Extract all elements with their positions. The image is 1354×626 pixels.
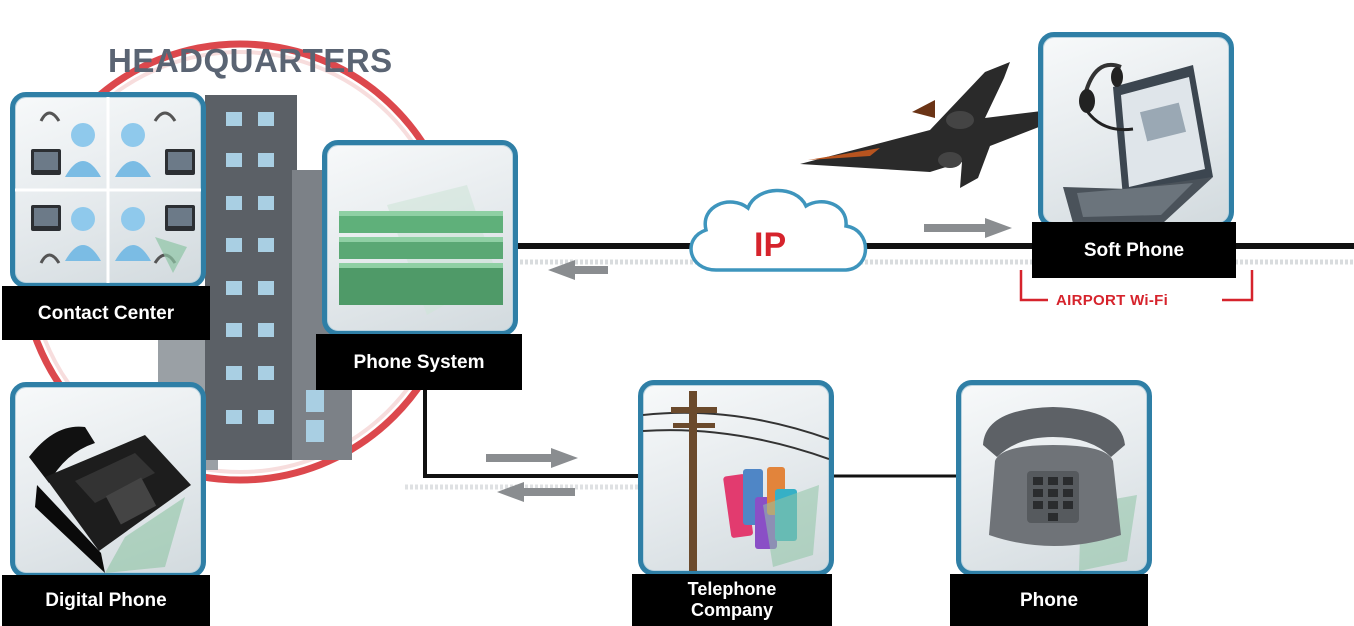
desk-phone-icon bbox=[29, 426, 191, 573]
arrow-icons bbox=[486, 218, 1012, 502]
digital-phone-tile[interactable] bbox=[10, 382, 206, 578]
pstn-link-line bbox=[423, 380, 648, 478]
laptop-icon bbox=[1063, 63, 1213, 223]
cloud-icon bbox=[689, 188, 868, 272]
soft-phone-label: Soft Phone bbox=[1032, 222, 1236, 278]
pushbutton-phone-icon bbox=[983, 407, 1137, 571]
phone-system-label: Phone System bbox=[316, 334, 522, 390]
arrow-left-icon bbox=[548, 260, 608, 280]
phone-label: Phone bbox=[950, 574, 1148, 626]
airport-wifi-label: AIRPORT Wi-Fi bbox=[1056, 292, 1169, 309]
phone-system-tile[interactable] bbox=[322, 140, 518, 336]
telephone-company-label: Telephone Company bbox=[632, 574, 832, 626]
airplane-icon bbox=[800, 62, 1062, 188]
telephone-pole-icon bbox=[643, 391, 829, 571]
pbx-server-icon bbox=[339, 185, 503, 315]
arrow-right-icon bbox=[924, 218, 1012, 238]
telephone-company-tile[interactable] bbox=[638, 380, 834, 576]
arrow-right-icon bbox=[486, 448, 578, 468]
soft-phone-tile[interactable] bbox=[1038, 32, 1234, 228]
headquarters-title: HEADQUARTERS bbox=[108, 42, 393, 79]
wifi-bracket bbox=[1019, 270, 1254, 302]
contact-center-label: Contact Center bbox=[2, 286, 210, 340]
telephone-company-label-line1: Telephone bbox=[687, 579, 777, 599]
telephone-company-label-line2: Company bbox=[690, 600, 773, 620]
contact-center-tile[interactable] bbox=[10, 92, 206, 288]
headset-agent-icon bbox=[15, 97, 201, 283]
digital-phone-label: Digital Phone bbox=[2, 575, 210, 626]
ip-cloud-label: IP bbox=[754, 226, 787, 264]
phone-tile[interactable] bbox=[956, 380, 1152, 576]
arrow-left-icon bbox=[497, 482, 575, 502]
